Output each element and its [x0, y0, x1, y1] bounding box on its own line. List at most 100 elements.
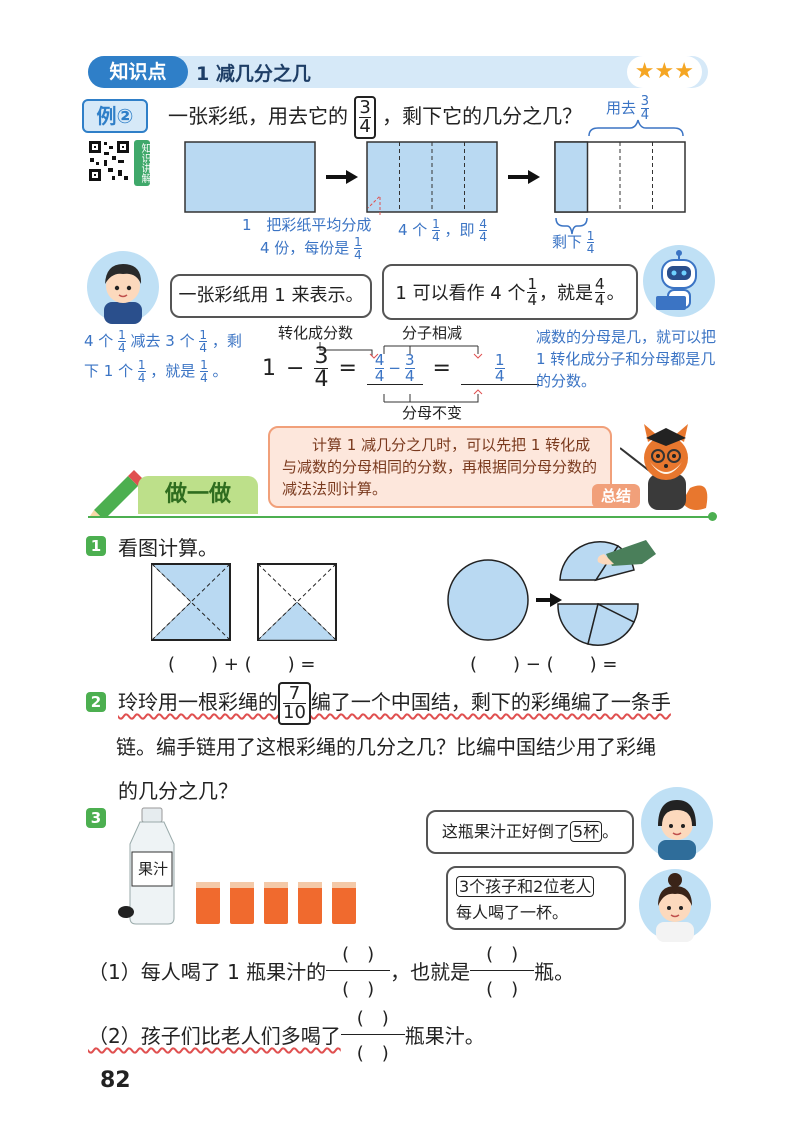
fraction-denominator: 4 — [494, 366, 505, 385]
fraction-numerator: 3 — [640, 94, 650, 109]
page-number: 82 — [100, 1068, 131, 1093]
bubble-text: ，就是 — [539, 283, 594, 304]
note-text: 4 份，每份是 — [260, 239, 350, 257]
fraction-numerator: 7 — [288, 683, 301, 704]
fraction-denominator: 4 — [405, 366, 415, 385]
blank-denominator: ( ) — [342, 979, 375, 1000]
whole-paper — [184, 141, 316, 213]
note-text: 减去 3 个 — [130, 332, 195, 350]
blank-numerator: ( ) — [342, 944, 375, 965]
q1-circle-figures — [447, 540, 656, 646]
question-text: 一张彩纸，用去它的 — [168, 104, 348, 128]
example-tag-label: 例② — [96, 104, 134, 128]
hand-icon — [606, 540, 656, 566]
answer-fraction-blank[interactable]: ( ) ( ) — [326, 940, 391, 1001]
juice-cup — [332, 882, 356, 924]
boy-avatar — [86, 250, 160, 324]
minus-sign: − — [388, 359, 401, 377]
blank-denominator: ( ) — [356, 1043, 389, 1064]
fraction-numerator: 1 — [586, 229, 595, 243]
speech-bubble-woman: 3个孩子和2位老人 每人喝了一杯。 — [446, 866, 626, 930]
q3-number-label: 3 — [90, 809, 102, 827]
fraction-denominator: 4 — [432, 230, 440, 244]
summary-box: 计算 1 减几分之几时，可以先把 1 转化成与减数的分母相同的分数，再根据同分母… — [268, 426, 612, 508]
juice-cup — [264, 882, 288, 924]
fraction-denominator: 4 — [200, 371, 208, 385]
fraction-numerator: 1 — [354, 235, 362, 249]
note-text: ，剩 — [211, 332, 242, 350]
pencil-icon — [88, 470, 144, 520]
label-convert: 转化成分数 — [278, 324, 354, 342]
q1-number-label: 1 — [90, 537, 102, 555]
fraction-numerator: 1 — [118, 328, 126, 342]
bubble-text: 这瓶果汁正好倒了 — [441, 822, 570, 841]
sub-question-text: （2）孩子们比老人们多喝了 — [88, 1024, 341, 1048]
sub-question-text: 瓶。 — [534, 960, 575, 984]
sub-question-text: ，也就是 — [390, 960, 471, 984]
star-icon: ★ — [634, 59, 655, 84]
blank-numerator: ( ) — [356, 1008, 389, 1029]
q2-text-part: 链。编手链用了这根彩绳的几分之几？比编中国结少用了彩绳 — [116, 735, 656, 759]
topic-header: 知识点 1 减几分之几 ★★★ — [88, 56, 708, 88]
used-label-text: 用去 — [606, 99, 637, 117]
q2-text-part: 编了一个中国结，剩下的彩绳编了一条手 — [310, 690, 671, 714]
fox-teacher-illustration — [619, 418, 712, 514]
fraction-numerator: 1 — [199, 328, 208, 342]
paper-diagram — [184, 119, 686, 235]
fraction-denominator: 4 — [118, 341, 126, 355]
fraction-denominator: 4 — [595, 290, 605, 309]
juice-cups — [196, 882, 356, 924]
practice-title: 做一做 — [164, 482, 231, 507]
question-text-end: ，剩下它的几分之几？ — [382, 104, 583, 128]
answer-fraction-blank[interactable]: ( )( ) — [470, 940, 535, 1001]
answer-fraction-blank[interactable]: ( ) ( ) — [340, 1004, 405, 1065]
fraction-denominator: 4 — [374, 366, 385, 385]
topic-title: 1 减几分之几 — [196, 63, 311, 85]
note-text: ，即 — [444, 221, 475, 239]
fraction-denominator: 4 — [586, 242, 595, 256]
example-tag: 例② — [82, 99, 148, 133]
qr-code-icon[interactable] — [88, 140, 130, 182]
bubble-boxed-text: 5杯 — [569, 821, 603, 842]
summary-tag-label: 总结 — [600, 487, 631, 505]
fraction-numerator: 1 — [137, 358, 146, 372]
q1-text: 看图计算。 — [118, 536, 218, 560]
fraction-numerator: 3 — [359, 97, 371, 118]
juice-cup — [298, 882, 322, 924]
bubble-text: 1 可以看作 4 个 — [395, 283, 526, 304]
topic-badge-label: 知识点 — [109, 61, 167, 83]
topic-badge: 知识点 — [88, 56, 188, 88]
fraction-denominator: 4 — [137, 371, 146, 385]
note-text: 下 1 个 — [84, 362, 134, 380]
q1-left-expression[interactable]: ( ) + ( ) = — [168, 654, 316, 675]
robot-avatar — [642, 244, 716, 318]
q3-sub1: （1）每人喝了 1 瓶果汁的 ( )( ) ，也就是 ( )( ) 瓶。 — [88, 940, 574, 1001]
note-text: 剩下 — [552, 233, 583, 251]
bubble-text: 。 — [602, 822, 619, 841]
q1-right-expression[interactable]: ( ) − ( ) = — [470, 654, 618, 675]
sub-question-text: 瓶果汁。 — [404, 1024, 485, 1048]
note-text: 4 个 — [84, 332, 114, 350]
sub-question-text: （1）每人喝了 1 瓶果汁的 — [88, 960, 327, 984]
fraction-numerator: 3 — [405, 350, 415, 369]
label-denominator-same: 分母不变 — [402, 404, 463, 422]
bubble-text: 一张彩纸用 1 来表示。 — [178, 285, 364, 306]
